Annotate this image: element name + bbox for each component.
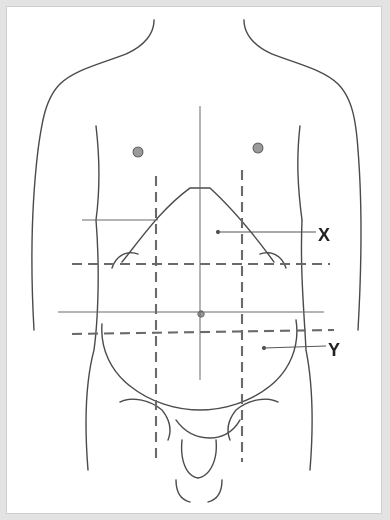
- pointer-dot-x: [216, 230, 219, 233]
- right-armpit: [298, 126, 302, 220]
- left-nipple: [133, 147, 143, 157]
- body-outline: [32, 20, 361, 502]
- genital-outline: [182, 440, 217, 478]
- left-armpit: [96, 126, 99, 220]
- right-shoulder-outline: [244, 20, 358, 150]
- left-arm-line: [32, 150, 38, 330]
- pointer-dot-y: [262, 346, 265, 349]
- left-lower-ribs: [112, 253, 138, 268]
- landmarks: [133, 143, 263, 317]
- right-arm-line: [358, 150, 361, 330]
- label-x: X: [318, 225, 330, 245]
- intertubercular-plane: [72, 330, 334, 334]
- costal-margin: [122, 188, 274, 262]
- right-torso-side: [301, 220, 312, 470]
- label-y: Y: [328, 340, 340, 360]
- right-pelvic-bone: [228, 399, 278, 440]
- pelvis-outline: [102, 320, 297, 410]
- left-torso-side: [86, 220, 98, 470]
- right-nipple: [253, 143, 263, 153]
- leg-inner-lines: [176, 480, 222, 502]
- left-pelvic-bone: [120, 399, 170, 440]
- sacrum: [176, 420, 240, 438]
